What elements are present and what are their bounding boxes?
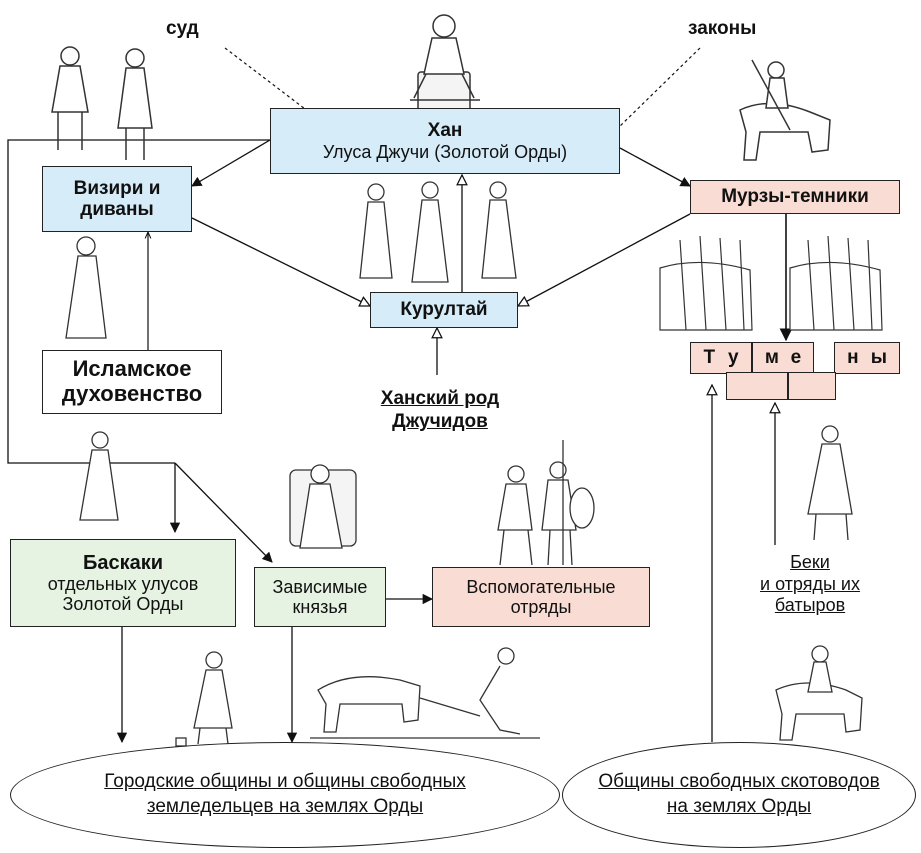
- baskaki-line2: отдельных улусов: [47, 574, 199, 595]
- kurultai-figures-icon: [359, 181, 517, 283]
- plowman-figure-icon: [310, 647, 540, 739]
- khansky-rod-line1: Ханский род: [380, 388, 500, 409]
- tumeny-letter: Т: [703, 347, 716, 368]
- viziri-line1: Визири и: [73, 177, 161, 199]
- herders-communities-ellipse: Общины свободных скотоводов на землях Ор…: [562, 742, 916, 848]
- islam-line2: духовенство: [61, 381, 203, 406]
- beki-horseman-icon: [775, 645, 863, 741]
- tumeny-letter: н: [847, 347, 859, 368]
- khansky-rod-label: Ханский род Джучидов: [360, 388, 520, 434]
- tumeny-letter: е: [790, 347, 802, 368]
- baskaki-box: Баскаки отдельных улусов Золотой Орды: [10, 539, 236, 627]
- viziri-to-kurultai-arrow: [191, 217, 370, 306]
- islam-box: Исламское духовенство: [42, 350, 222, 414]
- kurultai-label: Курултай: [400, 299, 488, 321]
- islam-line1: Исламское: [72, 356, 192, 382]
- beki-line1: Беки: [790, 552, 830, 572]
- herders-line2: на землях Орды: [666, 796, 812, 817]
- khan-figure-icon: [410, 14, 480, 115]
- knyazya-line1: Зависимые: [272, 576, 368, 597]
- tumen-horsemen-icon: [659, 235, 883, 331]
- zakony-dotted-line: [617, 47, 701, 129]
- viziri-line2: диваны: [80, 199, 154, 220]
- otryady-line2: отряды: [510, 597, 572, 617]
- tumeny-cell-empty-2: [788, 372, 836, 400]
- khan-box: Хан Улуса Джучи (Золотой Орды): [270, 108, 620, 174]
- tumeny-cell-empty-1: [726, 372, 788, 400]
- baskaki-title: Баскаки: [82, 551, 164, 574]
- cleric-figure-icon: [65, 236, 107, 339]
- to-knyazya-arrow: [174, 462, 273, 563]
- city-line2: земледельцев на землях Орды: [146, 796, 424, 817]
- khan-to-murzy-arrow: [619, 147, 691, 187]
- otryady-box: Вспомогательные отряды: [432, 567, 650, 627]
- horseman-figure-icon: [739, 59, 831, 161]
- beki-line3: батыров: [774, 595, 846, 616]
- warrior-figure-icon: [51, 46, 153, 160]
- tumeny-cell-1: Т у: [690, 342, 752, 374]
- smith-figure-icon: [175, 651, 233, 747]
- baskaki-line3: Золотой Орды: [62, 594, 184, 615]
- murzy-box: Мурзы-темники: [690, 180, 900, 214]
- herders-line1: Общины свободных скотоводов: [598, 771, 880, 793]
- murzy-label: Мурзы-темники: [721, 186, 869, 208]
- beki-line2: и отряды их: [760, 573, 860, 594]
- prince-figure-icon: [289, 464, 357, 549]
- tumeny-letter: у: [727, 347, 739, 368]
- city-communities-ellipse: Городские общины и общины свободных земл…: [10, 742, 560, 848]
- zakony-label: законы: [688, 18, 757, 39]
- tumeny-letter: ы: [870, 347, 887, 368]
- sud-label: суд: [166, 18, 199, 39]
- kurultai-box: Курултай: [370, 292, 518, 328]
- khan-to-viziri-arrow: [191, 139, 271, 187]
- khan-title: Хан: [427, 120, 463, 142]
- otryady-line1: Вспомогательные: [466, 576, 616, 597]
- khansky-rod-line2: Джучидов: [392, 410, 488, 432]
- beki-figure-icon: [807, 425, 853, 541]
- murzy-to-kurultai-arrow: [518, 213, 691, 306]
- khan-subtitle: Улуса Джучи (Золотой Орды): [322, 141, 568, 162]
- city-line1: Городские общины и общины свободных: [104, 771, 466, 793]
- tumeny-cell-3: н ы: [834, 342, 900, 374]
- tumeny-letter: м: [764, 347, 779, 368]
- baskak-figure-icon: [79, 431, 119, 521]
- viziri-box: Визири и диваны: [42, 166, 192, 232]
- knyazya-line2: князья: [292, 597, 348, 617]
- infantry-figure-icon: [497, 440, 595, 566]
- beki-label: Беки и отряды их батыров: [730, 552, 890, 617]
- tumeny-cell-2: м е: [752, 342, 814, 374]
- knyazya-box: Зависимые князья: [254, 567, 386, 627]
